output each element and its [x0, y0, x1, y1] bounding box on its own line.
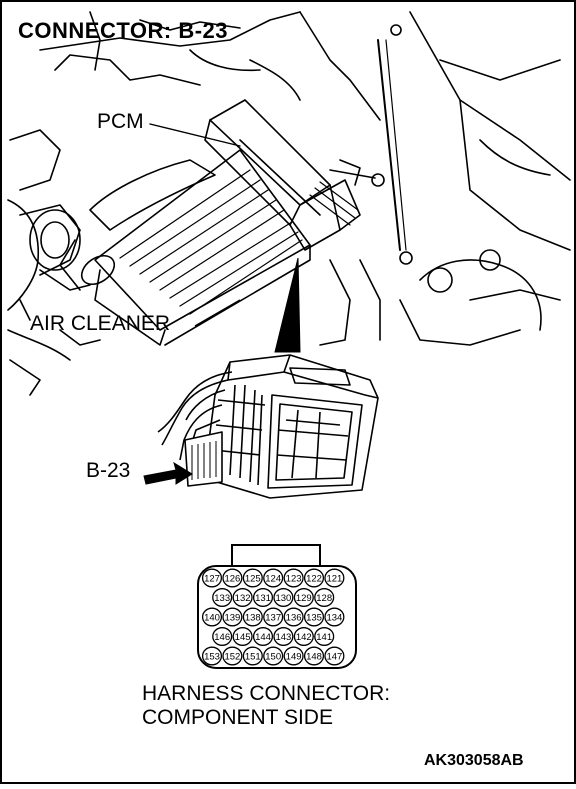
connector-caption: HARNESS CONNECTOR: COMPONENT SIDE	[142, 682, 390, 730]
connector-pin-number: 140	[204, 613, 220, 624]
connector-pin	[293, 627, 314, 646]
connector-pin	[263, 646, 284, 666]
connector-pin	[293, 588, 314, 607]
connector-pin-number: 146	[214, 632, 230, 643]
caption-line-1: HARNESS CONNECTOR:	[142, 682, 391, 705]
connector-pin-number: 152	[224, 652, 240, 663]
connector-arrow	[143, 461, 193, 485]
pcm-label: PCM	[97, 110, 144, 133]
location-pointer	[274, 257, 301, 353]
figure-code: AK303058AB	[424, 752, 524, 769]
connector-pin-number: 147	[326, 652, 342, 663]
connector-pin-number: 126	[224, 574, 240, 585]
connector-pin-number: 121	[326, 574, 342, 585]
connector-pin	[232, 627, 253, 646]
air-cleaner-label: AIR CLEANER	[30, 312, 171, 335]
connector-pin-number: 132	[235, 593, 251, 604]
connector-pin	[242, 607, 263, 627]
connector-pin	[324, 646, 345, 666]
connector-pin	[324, 568, 345, 588]
engine-bay-illustration	[7, 11, 571, 396]
connector-pin-number: 142	[296, 632, 312, 643]
connector-pin	[303, 607, 325, 627]
connector-pin-number: 134	[326, 613, 342, 624]
connector-pin-number: 148	[306, 652, 322, 663]
connector-pin-number: 151	[245, 652, 261, 663]
connector-pin-number: 139	[224, 613, 240, 624]
connector-pin-number: 144	[255, 632, 271, 643]
connector-pin	[242, 568, 263, 588]
caption-line-2: COMPONENT SIDE	[142, 706, 333, 729]
connector-pin	[242, 646, 263, 666]
connector-pin-number: 122	[306, 574, 322, 585]
connector-pin	[201, 646, 223, 666]
connector-pin	[212, 627, 233, 646]
connector-pin-number: 153	[204, 652, 220, 663]
connector-pin	[222, 568, 243, 588]
connector-pin-number: 125	[245, 574, 261, 585]
connector-pin-number: 149	[286, 652, 302, 663]
harness-connector-face: 127 126 125 124 123 122 121 133 132 131 130 129 128 1…	[197, 544, 357, 669]
connector-pin	[201, 568, 223, 588]
connector-pin-number: 127	[204, 574, 220, 585]
connector-pin-number: 130	[275, 593, 291, 604]
connector-pin-number: 133	[214, 593, 230, 604]
connector-latch	[231, 544, 321, 568]
diagram-title: CONNECTOR: B-23	[18, 18, 229, 43]
connector-pin	[283, 607, 304, 627]
connector-pin-number: 135	[306, 613, 322, 624]
connector-pin	[273, 627, 294, 646]
connector-pin	[303, 646, 325, 666]
air-cleaner-leader-line	[194, 299, 241, 327]
connector-pin	[222, 646, 243, 666]
connector-pin	[314, 588, 335, 607]
connector-pin	[252, 627, 274, 646]
connector-pin-number: 123	[286, 574, 302, 585]
connector-pin	[212, 588, 233, 607]
connector-pin	[222, 607, 243, 627]
connector-pin	[324, 607, 345, 627]
connector-pin-number: 124	[265, 574, 281, 585]
connector-ref-label: B-23	[86, 459, 131, 482]
connector-pin	[263, 607, 284, 627]
connector-pin	[201, 607, 223, 627]
connector-pin-number: 136	[286, 613, 302, 624]
connector-pin	[314, 627, 335, 646]
connector-pin	[232, 588, 253, 607]
connector-pin-number: 131	[255, 593, 271, 604]
connector-pin	[303, 568, 325, 588]
connector-pin-number: 129	[296, 593, 312, 604]
connector-pin	[273, 588, 294, 607]
connector-pin-number: 141	[316, 632, 332, 643]
connector-pin-number: 138	[245, 613, 261, 624]
connector-pin	[263, 568, 284, 588]
connector-pin	[252, 588, 274, 607]
connector-pin-number: 128	[316, 593, 332, 604]
connector-pin-number: 150	[265, 652, 281, 663]
connector-pin	[283, 568, 304, 588]
connector-pin-number: 143	[275, 632, 291, 643]
connector-pin-number: 145	[235, 632, 251, 643]
pcm-closeup-illustration	[157, 354, 379, 499]
connector-pin-number: 137	[265, 613, 281, 624]
connector-pins: 127 126 125 124 123 122 121 133 132 131 130 129 128 1…	[201, 568, 345, 666]
connector-pin	[283, 646, 304, 666]
